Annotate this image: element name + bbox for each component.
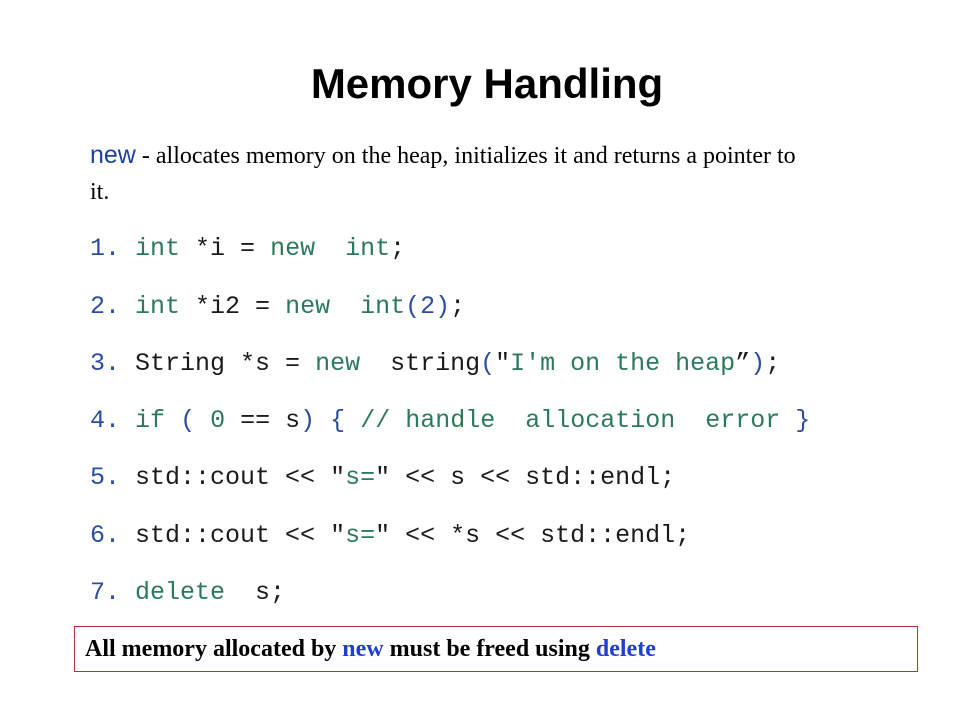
note-text-mid: must be freed using	[383, 636, 596, 662]
code-line-3: 3. String *s = new string("I'm on the he…	[90, 349, 780, 379]
code-token: *i =	[180, 234, 271, 263]
code-token: {	[330, 406, 346, 435]
note-keyword-new: new	[342, 636, 384, 662]
intro-keyword: new	[90, 141, 136, 169]
code-token: new	[315, 349, 361, 378]
code-line-6: 6. std::cout << "s=" << *s << std::endl;	[90, 521, 690, 551]
line-number: 2.	[90, 292, 121, 321]
code-token: if	[135, 406, 166, 435]
code-token: s=	[345, 521, 376, 550]
code-token: new	[270, 234, 316, 263]
slide-title: Memory Handling	[310, 60, 664, 107]
code-token	[165, 406, 180, 435]
code-token: new	[285, 292, 331, 321]
code-token: ;	[390, 234, 406, 263]
code-token: "	[330, 521, 346, 550]
code-token: // handle allocation error	[360, 406, 781, 435]
code-token: << s << std::endl;	[390, 463, 676, 492]
code-token: std::cout <<	[135, 463, 331, 492]
code-token: ;	[765, 349, 781, 378]
code-token: )	[300, 406, 316, 435]
code-token: std::cout <<	[135, 521, 331, 550]
code-token	[315, 406, 330, 435]
code-line-2: 2. int *i2 = new int(2);	[90, 292, 465, 322]
line-number: 1.	[90, 234, 121, 263]
code-token	[345, 406, 360, 435]
code-token: "	[495, 349, 511, 378]
code-token	[330, 292, 360, 321]
note-keyword-delete: delete	[595, 636, 656, 662]
intro-text: - allocates memory on the heap, initiali…	[90, 143, 796, 205]
code-token: delete	[135, 578, 226, 607]
intro-paragraph: new - allocates memory on the heap, init…	[90, 137, 810, 210]
code-token	[315, 234, 345, 263]
code-token: << *s << std::endl;	[390, 521, 691, 550]
code-token: int	[135, 234, 181, 263]
code-token: I'm on the heap	[510, 349, 736, 378]
code-token: int	[135, 292, 181, 321]
code-token: ”	[735, 349, 751, 378]
line-number: 4.	[90, 406, 121, 435]
code-token: }	[795, 406, 811, 435]
code-line-7: 7. delete s;	[90, 578, 285, 608]
code-token: (	[180, 406, 196, 435]
code-line-1: 1. int *i = new int;	[90, 234, 405, 264]
code-token: "	[375, 521, 391, 550]
code-token: string	[390, 349, 481, 378]
note-text-pre: All memory allocated by	[85, 636, 343, 662]
code-token: ;	[450, 292, 466, 321]
code-line-5: 5. std::cout << "s=" << s << std::endl;	[90, 463, 675, 493]
code-token: 2	[420, 292, 436, 321]
line-number: 6.	[90, 521, 121, 550]
code-token: == s	[225, 406, 301, 435]
code-token: s;	[225, 578, 286, 607]
line-number: 3.	[90, 349, 121, 378]
code-line-4: 4. if ( 0 == s) { // handle allocation e…	[90, 406, 810, 436]
code-token	[360, 349, 390, 378]
code-token: "	[375, 463, 391, 492]
code-token: *i2 =	[180, 292, 286, 321]
code-token: (	[480, 349, 496, 378]
code-token: int	[360, 292, 406, 321]
code-token: )	[435, 292, 451, 321]
note-box: All memory allocated by new must be free…	[74, 626, 918, 672]
code-token: "	[330, 463, 346, 492]
code-token	[195, 406, 210, 435]
line-number: 5.	[90, 463, 121, 492]
code-token: s=	[345, 463, 376, 492]
code-token: String *s =	[135, 349, 316, 378]
line-number: 7.	[90, 578, 121, 607]
code-token: (	[405, 292, 421, 321]
code-token: int	[345, 234, 391, 263]
code-token	[780, 406, 795, 435]
code-token: 0	[210, 406, 226, 435]
code-token: )	[750, 349, 766, 378]
